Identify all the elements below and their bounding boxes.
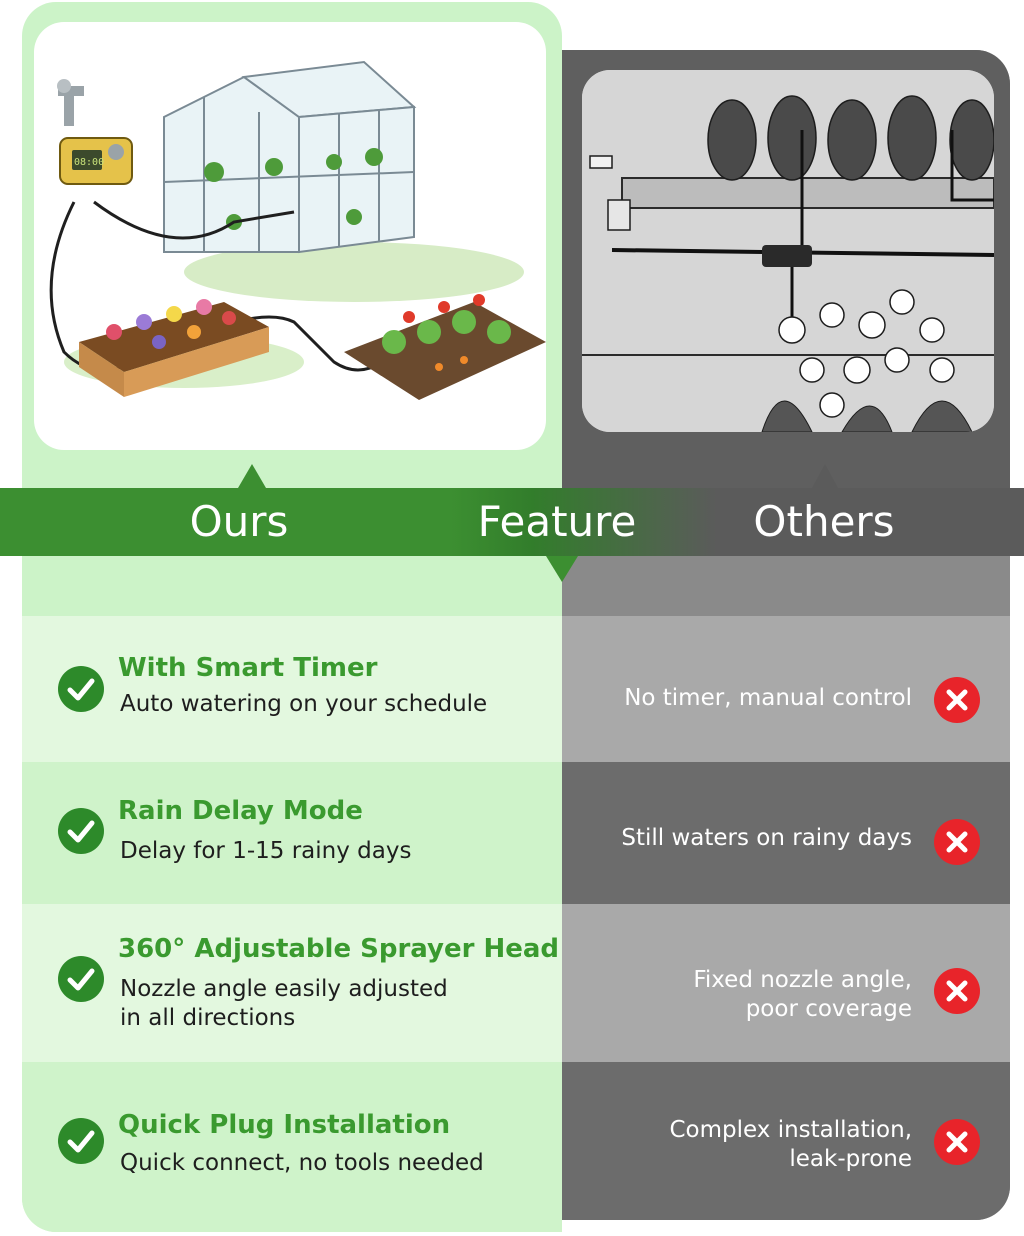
x-circle-icon bbox=[934, 1119, 980, 1165]
ours-pointer-arrow bbox=[238, 464, 266, 488]
feature-title: Rain Delay Mode bbox=[118, 796, 363, 826]
feature-label: Feature bbox=[477, 497, 637, 546]
feature-title: 360° Adjustable Sprayer Head bbox=[118, 934, 560, 964]
check-circle-icon bbox=[58, 956, 104, 1002]
others-garden-illustration bbox=[582, 70, 994, 432]
check-circle-icon bbox=[58, 666, 104, 712]
x-circle-icon bbox=[934, 968, 980, 1014]
others-description: No timer, manual control bbox=[624, 685, 912, 711]
feature-description: Auto watering on your schedule bbox=[120, 691, 488, 717]
x-circle-icon bbox=[934, 819, 980, 865]
others-label: Others bbox=[753, 497, 895, 546]
others-description: Still waters on rainy days bbox=[621, 825, 912, 851]
faucet-icon bbox=[589, 155, 631, 231]
svg-text:08:00: 08:00 bbox=[74, 157, 104, 168]
feature-description: Nozzle angle easily adjusted in all dire… bbox=[120, 976, 448, 1031]
faucet-icon bbox=[57, 79, 84, 126]
others-pointer-arrow bbox=[812, 464, 838, 488]
greenhouse-icon bbox=[163, 60, 417, 254]
ours-row-bg-4 bbox=[22, 1062, 562, 1232]
check-circle-icon bbox=[58, 1118, 104, 1164]
ours-label: Ours bbox=[189, 497, 289, 546]
ours-row-bg-2 bbox=[22, 762, 562, 904]
feature-description: Delay for 1-15 rainy days bbox=[120, 838, 412, 864]
smart-timer-icon: 08:00 bbox=[59, 137, 133, 185]
ours-row-bg-3 bbox=[22, 904, 562, 1062]
x-circle-icon bbox=[934, 677, 980, 723]
check-circle-icon bbox=[58, 808, 104, 854]
feature-title: With Smart Timer bbox=[118, 653, 378, 683]
header-band: Ours Feature Others bbox=[0, 488, 1024, 556]
vegetable-bed-icon bbox=[344, 294, 546, 400]
feature-title: Quick Plug Installation bbox=[118, 1110, 451, 1140]
others-description: Fixed nozzle angle, poor coverage bbox=[693, 967, 912, 1022]
raised-bed-icon bbox=[79, 302, 269, 397]
others-description: Complex installation, leak-prone bbox=[669, 1117, 913, 1172]
ours-row-bg-1 bbox=[22, 616, 562, 762]
feature-pointer-arrow bbox=[546, 556, 578, 582]
feature-description: Quick connect, no tools needed bbox=[120, 1150, 484, 1176]
ours-garden-illustration: 08:00 bbox=[34, 22, 546, 450]
